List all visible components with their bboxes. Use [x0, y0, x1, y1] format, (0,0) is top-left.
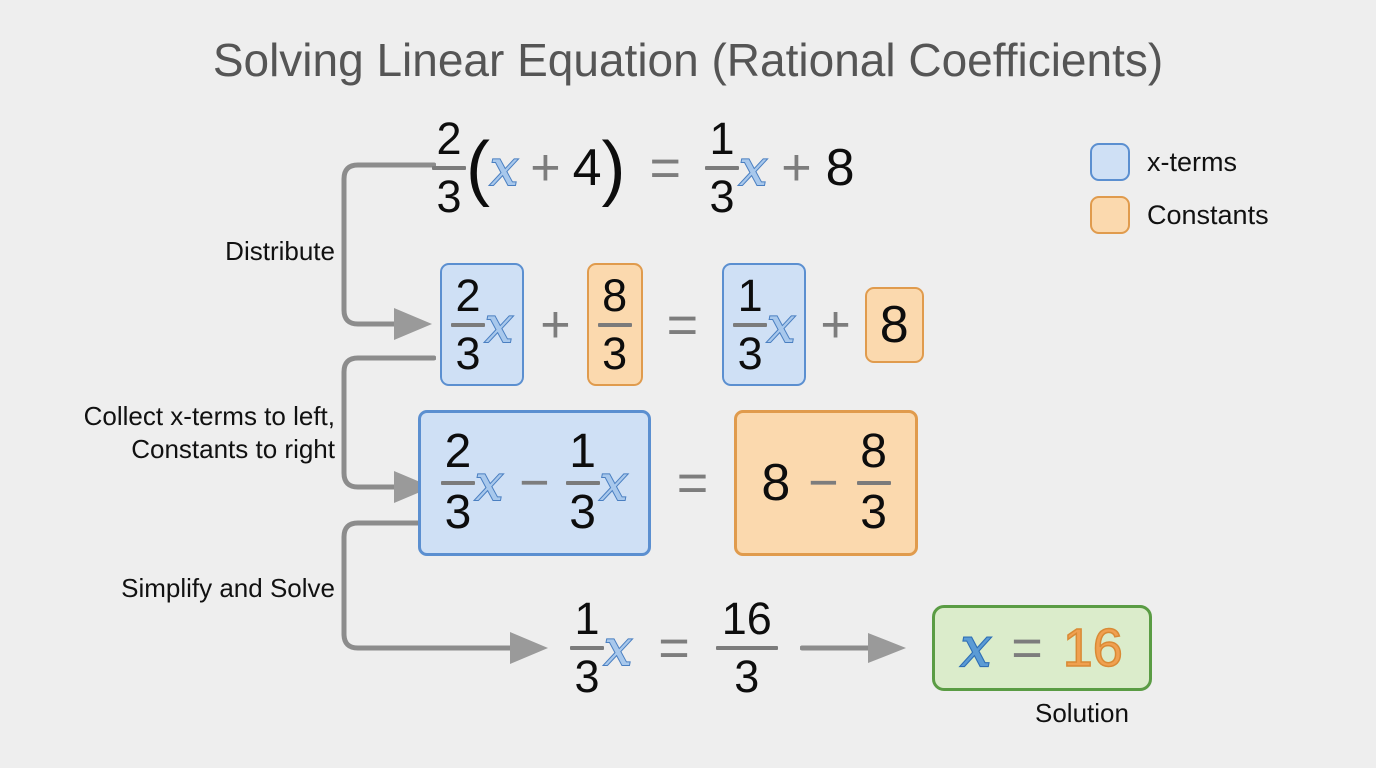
fraction-one-third: 1 3: [570, 595, 604, 701]
variable-x: x: [474, 454, 504, 512]
highlight-constant-rhs: 8: [864, 286, 924, 363]
equals-sign: =: [658, 618, 690, 678]
fraction-two-thirds: 2 3: [432, 115, 466, 221]
fraction-numerator: 1: [574, 593, 600, 645]
highlight-x-terms-group: 2 3 x − 1 3 x: [418, 410, 651, 556]
operator-plus: +: [540, 295, 571, 354]
fraction-bar: [705, 166, 740, 170]
fraction-one-third: 1 3: [705, 113, 740, 222]
equals-sign: =: [649, 138, 682, 198]
fraction-bar: [565, 481, 600, 485]
close-paren: ): [601, 128, 626, 208]
variable-x: x: [603, 619, 633, 677]
fraction-denominator: 3: [455, 327, 481, 379]
highlight-x-term-rhs: 1 3 x: [722, 262, 807, 387]
page-title: Solving Linear Equation (Rational Coeffi…: [212, 34, 1164, 86]
step-label-collect: Collect x-terms to left, Constants to ri…: [83, 401, 335, 465]
connector-collect: [341, 355, 436, 503]
fraction-bar: [856, 481, 891, 485]
variable-x: x: [960, 616, 993, 679]
equals-sign: =: [1011, 618, 1043, 678]
fraction-denominator: 3: [709, 171, 735, 222]
fraction-denominator: 3: [569, 486, 596, 539]
connector-distribute: [341, 162, 436, 340]
equation-row-simplified: 1 3 x = 16 3 x = 16: [570, 596, 1152, 699]
fraction-denominator: 3: [860, 486, 887, 539]
step-label-simplify: Simplify and Solve: [121, 573, 335, 603]
legend-item-constants: Constants: [1090, 196, 1269, 234]
constant-eight: 8: [761, 454, 791, 512]
equation-row-distributed: 2 3 x + 8 3 = 1 3 x + 8: [440, 262, 924, 387]
fraction-numerator: 2: [436, 113, 462, 165]
arrow-to-solution-icon: [799, 633, 906, 663]
solution-caption: Solution: [1035, 698, 1129, 728]
fraction-one-third: 1 3: [565, 425, 600, 539]
highlight-constant-lhs: 8 3: [586, 262, 643, 387]
fraction-bar: [451, 322, 485, 327]
highlight-x-term-lhs: 2 3 x: [440, 262, 525, 387]
equals-sign: =: [676, 453, 709, 513]
fraction-numerator: 1: [569, 425, 596, 479]
fraction-denominator: 3: [737, 327, 763, 379]
legend-swatch-constants: [1090, 196, 1130, 234]
operator-minus: −: [808, 454, 839, 512]
connector-simplify: [341, 520, 548, 664]
constant-eight: 8: [879, 295, 909, 354]
variable-x: x: [766, 295, 796, 354]
fraction-numerator: 16: [721, 593, 772, 645]
variable-x: x: [599, 454, 629, 512]
fraction-numerator: 2: [444, 425, 472, 479]
equation-row-collected: 2 3 x − 1 3 x = 8 − 8 3: [418, 410, 918, 556]
highlight-constants-group: 8 − 8 3: [734, 410, 918, 556]
legend-item-x-terms: x-terms: [1090, 143, 1269, 181]
equals-sign: =: [666, 294, 699, 355]
legend-swatch-x-terms: [1090, 143, 1130, 181]
variable-x: x: [738, 139, 768, 197]
fraction-numerator: 8: [602, 269, 628, 321]
operator-plus: +: [820, 295, 851, 354]
fraction-eight-thirds: 8 3: [856, 425, 891, 539]
variable-x: x: [484, 295, 514, 354]
fraction-two-thirds: 2 3: [451, 272, 485, 378]
open-paren: (: [466, 128, 490, 208]
fraction-bar: [715, 646, 778, 650]
fraction-numerator: 1: [709, 113, 735, 165]
fraction-denominator: 3: [734, 651, 760, 702]
fraction-bar: [733, 322, 768, 327]
fraction-bar: [432, 166, 466, 170]
fraction-denominator: 3: [574, 651, 600, 702]
fraction-numerator: 8: [860, 425, 887, 479]
solution-box: x = 16: [931, 605, 1152, 691]
fraction-two-thirds: 2 3: [441, 427, 475, 539]
fraction-eight-thirds: 8 3: [597, 269, 632, 379]
fraction-bar: [570, 646, 604, 650]
equation-row-original: 2 3 ( x + 4 ) = 1 3 x + 8: [432, 116, 855, 219]
fraction-one-third: 1 3: [733, 269, 768, 379]
operator-plus: +: [530, 139, 561, 197]
fraction-bar: [441, 481, 475, 485]
variable-x: x: [489, 139, 519, 197]
fraction-denominator: 3: [436, 171, 462, 222]
constant-four: 4: [572, 139, 602, 197]
legend: x-terms Constants: [1090, 143, 1269, 249]
operator-minus: −: [519, 454, 550, 512]
legend-label-x-terms: x-terms: [1147, 146, 1237, 177]
step-label-distribute: Distribute: [225, 236, 335, 266]
legend-label-constants: Constants: [1147, 199, 1269, 230]
fraction-numerator: 1: [737, 269, 763, 321]
fraction-denominator: 3: [444, 486, 472, 539]
operator-plus: +: [781, 139, 812, 197]
solution-value: 16: [1062, 618, 1124, 678]
fraction-sixteen-thirds: 16 3: [715, 593, 778, 702]
fraction-numerator: 2: [455, 269, 481, 321]
fraction-bar: [597, 322, 632, 327]
constant-eight: 8: [825, 139, 855, 197]
fraction-denominator: 3: [602, 327, 628, 379]
